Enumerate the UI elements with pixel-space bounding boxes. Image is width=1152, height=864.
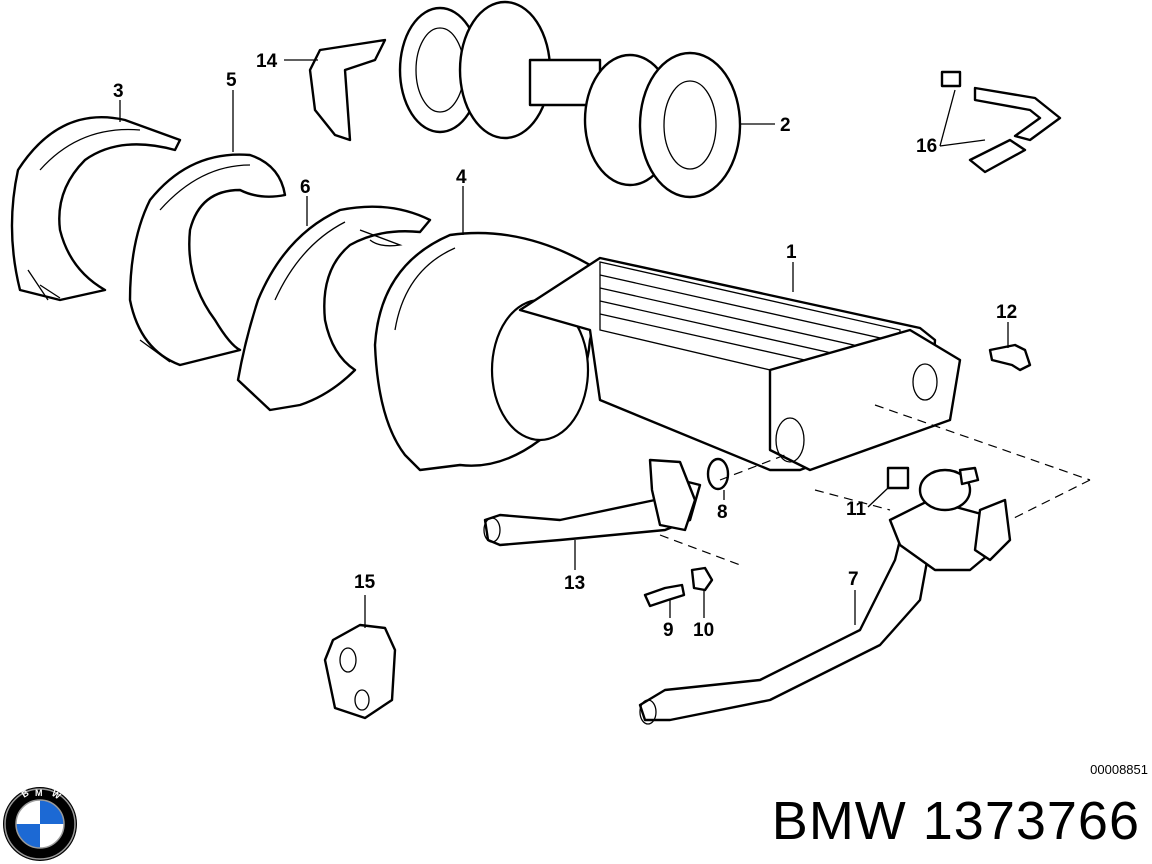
callout-6: 6 xyxy=(300,177,311,198)
part-7-pipe-valve xyxy=(638,466,1012,725)
part-9-bolt xyxy=(643,583,686,608)
part-2-blower-motor xyxy=(398,0,742,199)
callout-4: 4 xyxy=(456,167,467,188)
callout-10: 10 xyxy=(693,620,714,641)
callout-labels: 1 2 3 4 5 6 7 8 9 10 11 12 13 14 15 16 xyxy=(113,51,1017,641)
callout-11: 11 xyxy=(846,499,867,520)
bmw-logo: B M W xyxy=(3,787,77,861)
svg-text:B: B xyxy=(20,788,31,800)
callout-14: 14 xyxy=(256,51,278,72)
part-5-shroud xyxy=(128,153,287,367)
part-10-nut xyxy=(690,566,714,592)
callout-9: 9 xyxy=(663,620,674,641)
callout-1: 1 xyxy=(786,242,797,263)
callout-13: 13 xyxy=(564,573,585,594)
callout-5: 5 xyxy=(226,70,237,91)
callout-3: 3 xyxy=(113,81,124,102)
part-15-grommet xyxy=(323,623,397,720)
callout-16: 16 xyxy=(916,136,937,157)
part-11-clip xyxy=(886,466,910,490)
callout-8: 8 xyxy=(717,502,728,523)
part-14-bracket xyxy=(308,38,387,142)
drawing-code: 00008851 xyxy=(1090,762,1148,777)
callout-2: 2 xyxy=(780,115,791,136)
assembly-lines xyxy=(659,404,1091,566)
part-12-bolt xyxy=(988,343,1032,372)
callout-12: 12 xyxy=(996,302,1017,323)
part-3-shroud xyxy=(10,116,182,302)
part-4-housing xyxy=(373,231,602,472)
part-1-heater-core xyxy=(518,256,962,472)
leader-lines xyxy=(119,59,1009,628)
part-6-shroud xyxy=(236,205,432,412)
part-8-gasket xyxy=(706,457,730,491)
part-number-title: BMW 1373766 xyxy=(771,791,1140,851)
callout-15: 15 xyxy=(354,572,376,593)
part-13-pipe xyxy=(483,458,702,547)
svg-text:M: M xyxy=(35,788,43,798)
callout-7: 7 xyxy=(848,569,859,590)
part-16-sensor xyxy=(940,70,1062,174)
